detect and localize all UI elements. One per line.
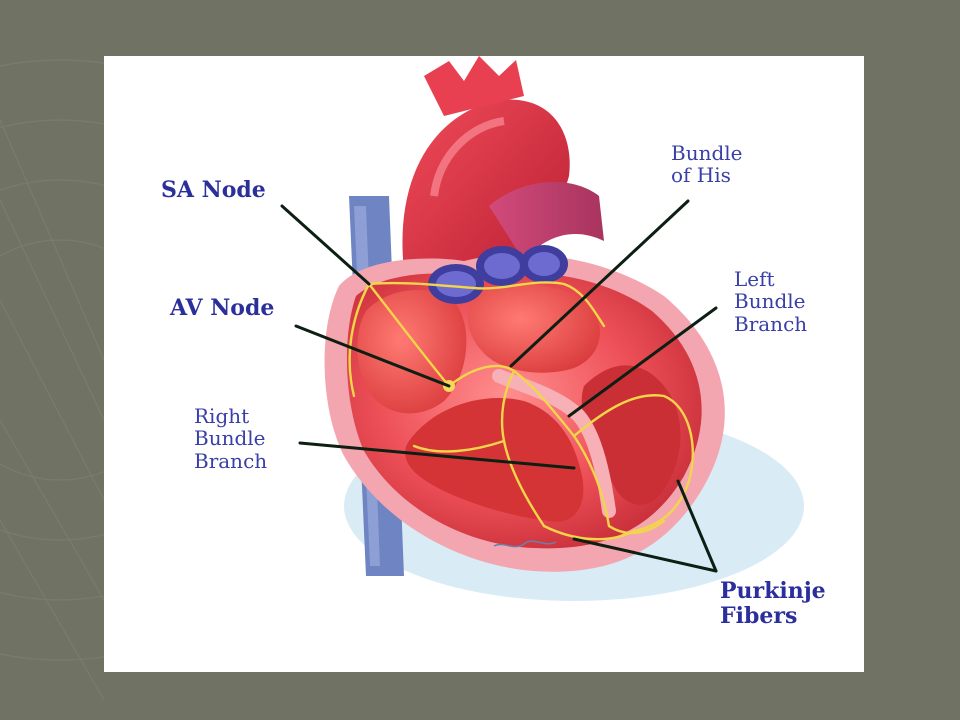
label-left-bundle-branch: Left Bundle Branch xyxy=(734,267,808,336)
heart-conduction-illustration xyxy=(280,56,804,601)
label-bundle-of-his: Bundle of His xyxy=(671,141,743,188)
label-purkinje-fibers: Purkinje Fibers xyxy=(720,578,826,629)
conduction-pathways xyxy=(348,281,695,541)
label-sa-node: SA Node xyxy=(161,177,266,203)
pointer-lines xyxy=(280,199,718,573)
label-av-node: AV Node xyxy=(170,295,275,321)
artist-signature xyxy=(493,540,557,548)
left-atrium xyxy=(467,283,601,373)
pulmonary-artery xyxy=(489,182,604,261)
diagram-panel: SA Node AV Node Bundle of His Left Bundl… xyxy=(104,56,864,672)
heart-valves xyxy=(428,245,568,304)
label-right-bundle-branch: Right Bundle Branch xyxy=(194,404,268,473)
septum xyxy=(492,369,616,518)
